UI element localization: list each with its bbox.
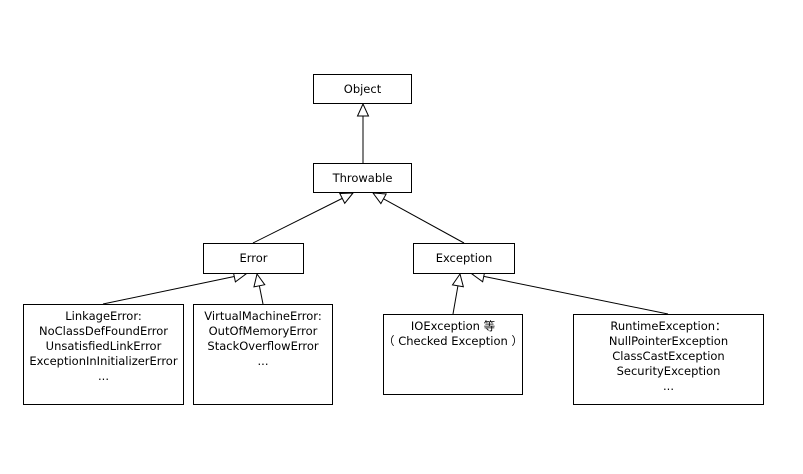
arrowhead-error-to-throwable bbox=[339, 192, 355, 205]
edge-runtime_exception-to-exception bbox=[483, 275, 669, 315]
node-error: Error bbox=[203, 243, 304, 274]
node-throwable-line-0: Throwable bbox=[332, 170, 393, 185]
node-throwable: Throwable bbox=[313, 163, 412, 193]
node-linkage-error-line-2: UnsatisfiedLinkError bbox=[45, 339, 162, 353]
arrowhead-vm_error-to-error bbox=[253, 272, 266, 288]
node-vm-error: VirtualMachineError: OutOfMemoryError St… bbox=[193, 304, 333, 405]
node-object-line-0: Object bbox=[343, 81, 382, 96]
node-runtime-exception-line-1: NullPointerException bbox=[608, 334, 729, 348]
node-linkage-error-line-0: LinkageError: bbox=[65, 309, 142, 323]
edge-exception-to-throwable bbox=[383, 198, 465, 244]
node-exception-line-0: Exception bbox=[435, 251, 493, 265]
node-linkage-error-line-3: ExceptionInInitializerError bbox=[29, 354, 178, 368]
node-runtime-exception-line-3: SecurityException bbox=[616, 364, 721, 378]
node-io-exception: IOException 等 （ Checked Exception ） bbox=[383, 314, 523, 395]
arrowhead-io_exception-to-exception bbox=[451, 272, 465, 288]
node-exception: Exception bbox=[413, 243, 515, 274]
edge-linkage_error-to-error bbox=[102, 275, 235, 305]
node-runtime-exception-line-4: ... bbox=[663, 379, 674, 393]
node-runtime-exception-line-2: ClassCastException bbox=[612, 349, 725, 363]
node-linkage-error-line-1: NoClassDefFoundError bbox=[38, 324, 169, 338]
edge-error-to-throwable bbox=[252, 197, 343, 244]
node-linkage-error-line-4: ... bbox=[98, 369, 109, 383]
edge-io_exception-to-exception bbox=[452, 285, 459, 315]
node-runtime-exception-line-0: RuntimeException： bbox=[610, 319, 727, 333]
node-io-exception-line-0: IOException 等 bbox=[410, 319, 496, 333]
arrowhead-exception-to-throwable bbox=[371, 192, 387, 205]
node-runtime-exception: RuntimeException： NullPointerException C… bbox=[573, 314, 764, 405]
arrowhead-throwable-to-object bbox=[356, 102, 370, 117]
node-vm-error-line-2: StackOverflowError bbox=[207, 339, 319, 353]
node-vm-error-line-1: OutOfMemoryError bbox=[208, 324, 318, 338]
node-vm-error-line-0: VirtualMachineError: bbox=[204, 309, 322, 323]
edge-vm_error-to-error bbox=[258, 285, 264, 305]
node-error-line-0: Error bbox=[239, 251, 268, 265]
node-object: Object bbox=[313, 74, 412, 104]
node-io-exception-line-1: （ Checked Exception ） bbox=[383, 334, 523, 348]
node-linkage-error: LinkageError: NoClassDefFoundError Unsat… bbox=[23, 304, 184, 405]
node-vm-error-line-3: ... bbox=[257, 354, 269, 368]
